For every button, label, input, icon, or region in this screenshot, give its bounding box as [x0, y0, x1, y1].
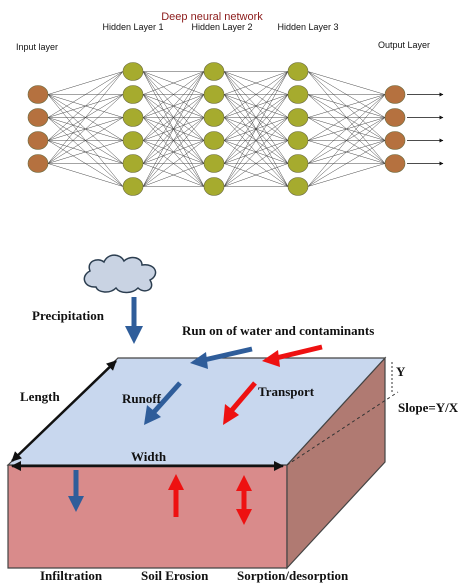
nn-node [122, 154, 144, 173]
nn-node [384, 85, 406, 104]
precipitation-arrow [125, 297, 143, 344]
infiltration-arrow [68, 470, 84, 512]
nn-node [287, 108, 309, 127]
nn-connection [142, 117, 205, 187]
nn-node [27, 131, 49, 150]
nn-connection [47, 71, 124, 95]
nn-connection [142, 71, 205, 164]
hidden-layer-3-label: Hidden Layer 3 [277, 22, 338, 32]
nn-nodes [27, 62, 406, 196]
nn-connection [142, 71, 205, 187]
nn-node [122, 108, 144, 127]
nn-output-arrows [407, 92, 444, 166]
nn-connection [223, 71, 289, 118]
infiltration-label: Infiltration [40, 568, 103, 583]
nn-node [203, 131, 225, 150]
nn-node [384, 108, 406, 127]
width-label: Width [131, 449, 167, 464]
nn-node [287, 154, 309, 173]
nn-connection [223, 71, 289, 95]
nn-connection [307, 140, 386, 187]
nn-connection [47, 71, 124, 118]
nn-connection [142, 71, 205, 118]
nn-connection [307, 94, 386, 118]
neural-network-diagram: Deep neural network Input layer Hidden L… [16, 11, 444, 196]
runoff-label: Runoff [122, 391, 162, 406]
nn-node [122, 85, 144, 104]
output-layer-label: Output Layer [378, 40, 430, 50]
length-label: Length [20, 389, 61, 404]
nn-connection [47, 71, 124, 164]
runoff-arrow [144, 381, 182, 425]
transport-label: Transport [258, 384, 315, 399]
nn-connection [307, 117, 386, 187]
slope-label: Slope=Y/X [398, 400, 459, 415]
nn-connection [223, 140, 289, 187]
nn-connection [142, 94, 205, 187]
sorption-desorption-arrow [236, 475, 252, 525]
nn-connection [223, 71, 289, 141]
nn-connection [223, 94, 289, 187]
run-on-red-arrow [262, 344, 323, 367]
nn-node [203, 177, 225, 196]
nn-connection [307, 94, 386, 164]
nn-connection [223, 71, 289, 187]
nn-node [27, 108, 49, 127]
soil-erosion-label: Soil Erosion [141, 568, 209, 583]
nn-connection [142, 71, 205, 95]
nn-node [384, 154, 406, 173]
run-on-label: Run on of water and contaminants [182, 323, 374, 338]
y-label: Y [396, 364, 406, 379]
nn-node [122, 62, 144, 81]
nn-node [203, 85, 225, 104]
nn-connection [47, 94, 124, 164]
nn-connection [307, 163, 386, 187]
nn-node [122, 177, 144, 196]
hidden-layer-2-label: Hidden Layer 2 [191, 22, 252, 32]
transport-arrow [223, 381, 257, 425]
nn-node [287, 131, 309, 150]
cloud-icon [83, 254, 157, 294]
nn-connection [142, 71, 205, 141]
nn-connection [223, 163, 289, 187]
nn-node [122, 131, 144, 150]
run-on-blue-arrow [190, 346, 253, 369]
nn-node [203, 108, 225, 127]
length-dimension-arrow [11, 360, 117, 462]
nn-connection [307, 94, 386, 187]
nn-connections [47, 71, 386, 187]
nn-node [287, 177, 309, 196]
nn-connection [223, 71, 289, 164]
soil-erosion-arrow [168, 474, 184, 517]
nn-node [203, 154, 225, 173]
nn-node [287, 62, 309, 81]
soil-block [6, 356, 399, 570]
nn-node [27, 154, 49, 173]
nn-connection [47, 117, 124, 164]
nn-node [203, 62, 225, 81]
nn-connection [47, 71, 124, 141]
nn-title: Deep neural network [161, 11, 263, 23]
nn-connection [307, 94, 386, 141]
precipitation-label: Precipitation [32, 308, 105, 323]
nn-connection [47, 140, 124, 164]
nn-connection [142, 163, 205, 187]
nn-connection [223, 117, 289, 187]
nn-connection [307, 71, 386, 95]
nn-node [27, 85, 49, 104]
nn-connection [47, 163, 124, 187]
nn-node [287, 85, 309, 104]
nn-node [384, 131, 406, 150]
input-layer-label: Input layer [16, 42, 58, 52]
nn-connection [142, 140, 205, 187]
sorption-desorption-label: Sorption/desorption [237, 568, 349, 583]
hidden-layer-1-label: Hidden Layer 1 [102, 22, 163, 32]
